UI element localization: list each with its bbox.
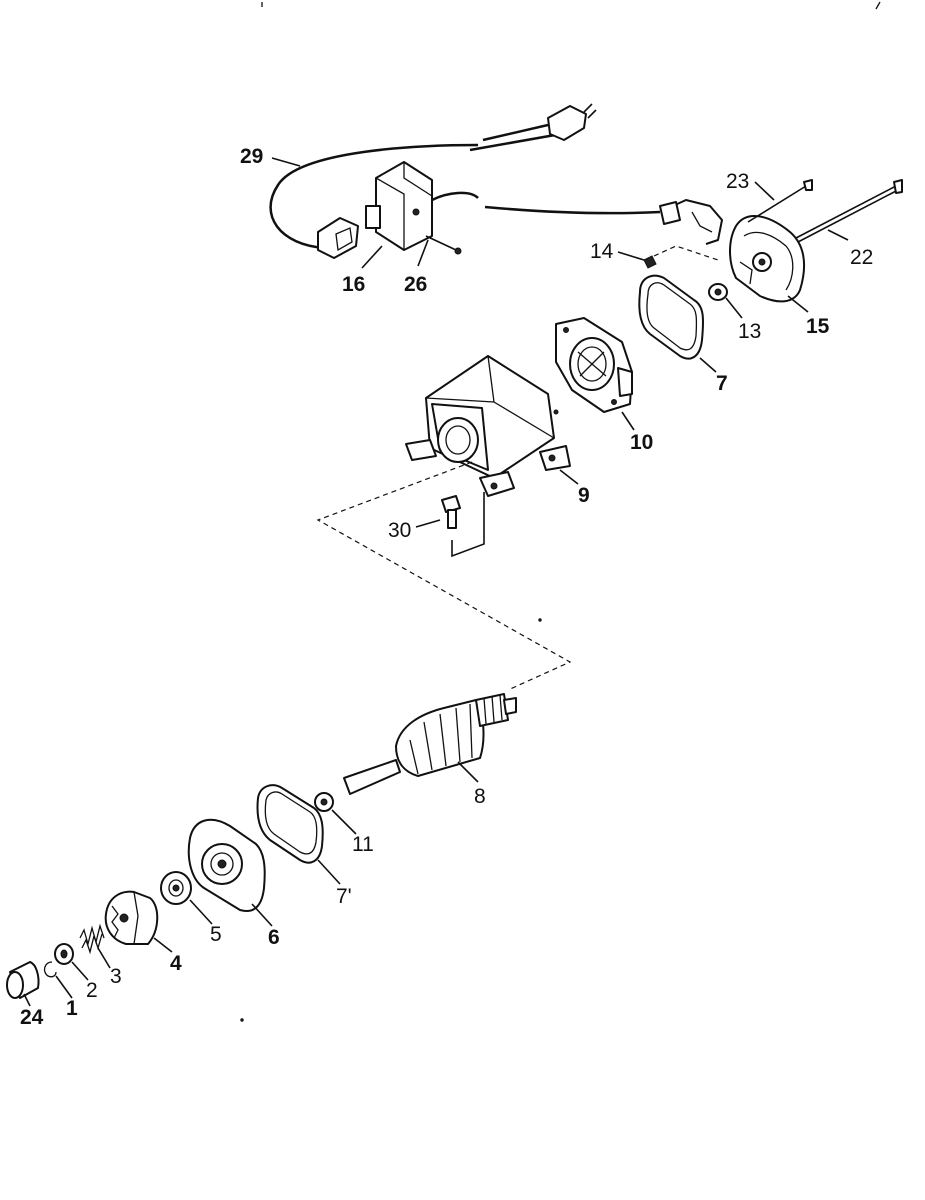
- label-2: 2: [86, 979, 98, 1002]
- spacer-5: [160, 871, 192, 905]
- label-1: 1: [66, 997, 78, 1020]
- label-4: 4: [170, 952, 182, 975]
- rear-end-cap-15: [659, 199, 806, 303]
- label-5: 5: [210, 923, 222, 946]
- screw-26: [425, 235, 462, 255]
- armature-8: [343, 693, 517, 795]
- motor-housing-9: [405, 355, 571, 497]
- label-22: 22: [850, 246, 873, 269]
- label-11: 11: [352, 833, 374, 856]
- through-bolt-23: [747, 179, 813, 223]
- label-26: 26: [404, 273, 427, 296]
- spring-3: [79, 923, 105, 955]
- nut-2: [54, 943, 74, 965]
- part-labels: 29 16 26 23 22 14 13 15 7 10 9 30 8 11 7…: [20, 145, 873, 1029]
- label-15: 15: [806, 315, 830, 338]
- label-24: 24: [20, 1006, 44, 1029]
- through-bolt-22: [795, 179, 903, 243]
- assembly-line-housing: [316, 461, 572, 691]
- bolt-30-bracket: [451, 492, 485, 558]
- label-10: 10: [630, 431, 653, 454]
- label-9: 9: [578, 484, 590, 507]
- cap-24: [6, 961, 40, 999]
- washer-11: [314, 792, 334, 812]
- label-13: 13: [738, 320, 761, 343]
- scan-dot: [240, 1018, 244, 1022]
- label-6: 6: [268, 926, 280, 949]
- drive-pinion-4: [104, 890, 159, 945]
- label-23: 23: [726, 170, 749, 193]
- brush-plate-10: [555, 317, 633, 413]
- label-16: 16: [342, 273, 365, 296]
- label-29: 29: [240, 145, 263, 168]
- washer-13: [708, 283, 728, 301]
- leader-lines: [23, 157, 849, 1007]
- gasket-7-prime: [256, 784, 324, 864]
- label-8: 8: [474, 785, 486, 808]
- switch-box-16: [365, 161, 433, 251]
- retaining-ring-1: [43, 961, 57, 978]
- label-7-prime: 7': [336, 885, 352, 908]
- assembly-line-14: [653, 245, 719, 261]
- label-14: 14: [590, 240, 614, 263]
- label-30: 30: [388, 519, 411, 542]
- front-end-cap-6: [187, 818, 266, 912]
- screw-14: [643, 255, 657, 269]
- label-7: 7: [716, 372, 728, 395]
- scan-edge-marks: [261, 1, 881, 10]
- scan-dot: [538, 618, 542, 622]
- power-cord-29: [269, 103, 661, 259]
- bolt-30: [441, 495, 461, 529]
- gasket-7: [638, 274, 704, 360]
- label-3: 3: [110, 965, 122, 988]
